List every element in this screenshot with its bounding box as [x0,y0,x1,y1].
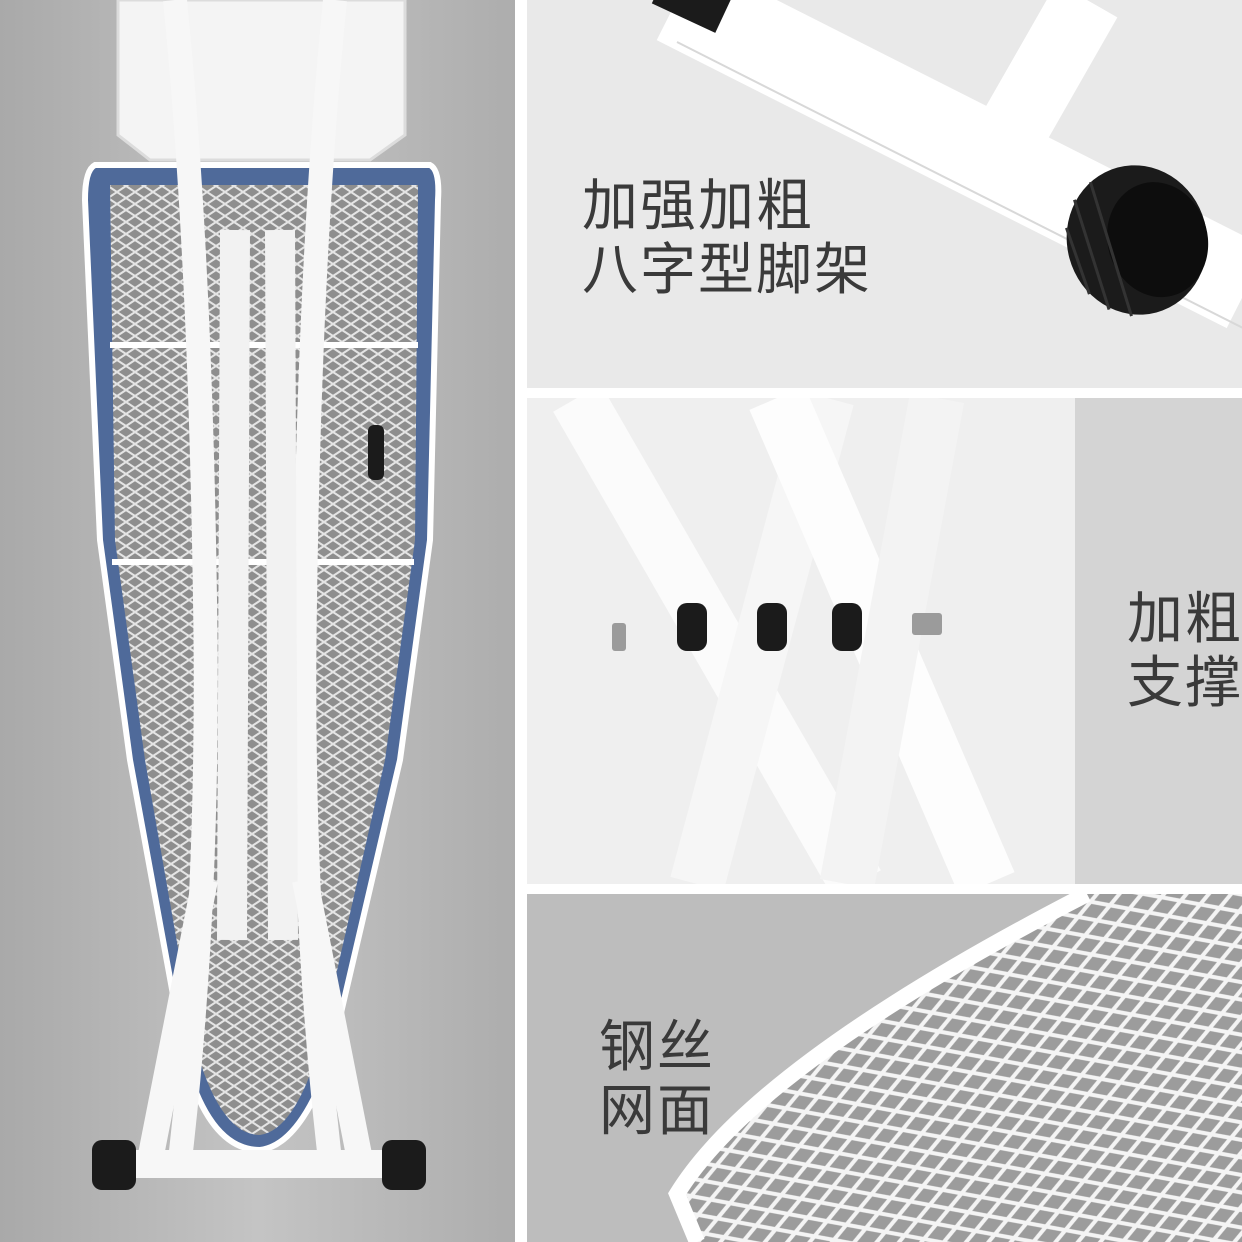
support-caption-line-2: 支撑杆 [1127,651,1242,716]
mesh-caption-line-2: 网面 [599,1079,715,1144]
leg-caption: 加强加粗 八字型脚架 [582,175,872,303]
ironing-board-illustration [0,0,515,1242]
mesh-caption: 钢丝 网面 [599,1016,715,1144]
support-detail-photo: 加粗 支撑杆 [527,398,1242,884]
mesh-caption-line-1: 钢丝 [599,1015,715,1080]
leg-foot-illustration [527,0,1242,388]
ironing-board-photo [0,0,515,1242]
leg-caption-line-1: 加强加粗 [582,174,814,239]
support-caption-line-1: 加粗 [1127,587,1242,652]
mesh-detail-photo: 钢丝 网面 [527,894,1242,1242]
leg-detail-photo: 加强加粗 八字型脚架 [527,0,1242,388]
wire-mesh-illustration [527,894,1242,1242]
leg-caption-line-2: 八字型脚架 [582,238,872,303]
support-tubes-illustration [527,398,1242,884]
support-caption: 加粗 支撑杆 [1127,588,1242,716]
